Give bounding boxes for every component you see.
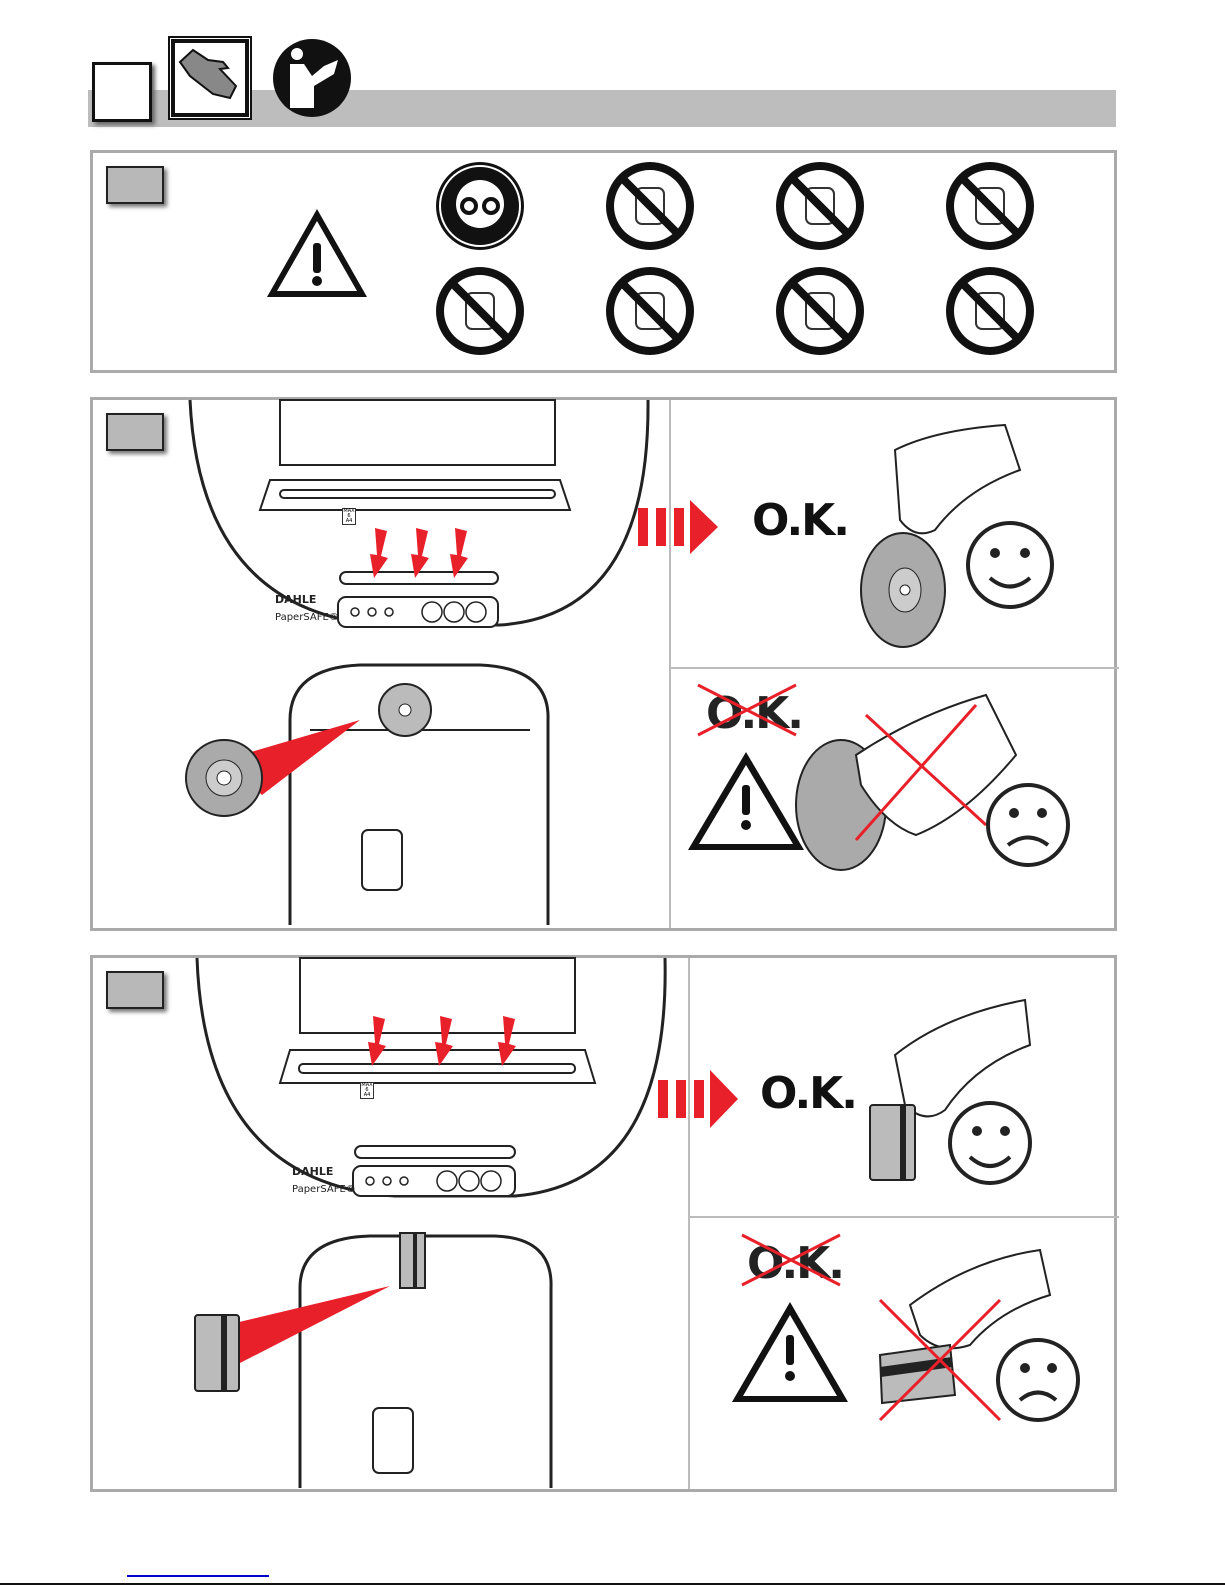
no-paper-clip-icon	[606, 267, 694, 355]
step-tab	[106, 413, 164, 451]
no-tie-icon	[776, 162, 864, 250]
hand-holding-cd-ok	[860, 423, 1054, 648]
warning-triangle-icon	[267, 209, 367, 297]
no-floppy-disk-icon	[776, 267, 864, 355]
safety-warnings-panel	[90, 150, 1117, 373]
no-children-icon	[606, 162, 694, 250]
brand-logo: DAHLE	[292, 1165, 334, 1178]
ok-label: O.K.	[752, 495, 850, 546]
section-number-box	[92, 62, 152, 122]
not-ok-cd-illustration	[688, 683, 1070, 871]
shredder-cd-illustration	[185, 399, 650, 925]
link-underline[interactable]	[127, 1575, 269, 1577]
model-name: PaperSAFE®	[275, 612, 339, 623]
read-manual-icon	[273, 39, 351, 117]
arrow-right-icon	[658, 1070, 738, 1128]
step-tab	[106, 166, 164, 204]
no-aerosol-icon	[946, 267, 1034, 355]
ok-label: O.K.	[760, 1068, 858, 1119]
wear-eye-protection-icon	[436, 162, 524, 250]
not-ok-card-illustration	[732, 1233, 1080, 1422]
model-name: PaperSAFE®	[292, 1184, 356, 1195]
arrow-right-icon	[638, 500, 718, 554]
step-tab	[106, 971, 164, 1009]
no-long-hair-icon	[946, 162, 1034, 250]
gloves-icon	[168, 36, 252, 120]
no-hands-icon	[436, 267, 524, 355]
shredder-card-illustration	[194, 957, 667, 1488]
hand-holding-card-ok	[869, 998, 1032, 1185]
page-bottom-border	[0, 1583, 1225, 1585]
header-bar	[88, 90, 1116, 127]
brand-logo: DAHLE	[275, 593, 317, 606]
